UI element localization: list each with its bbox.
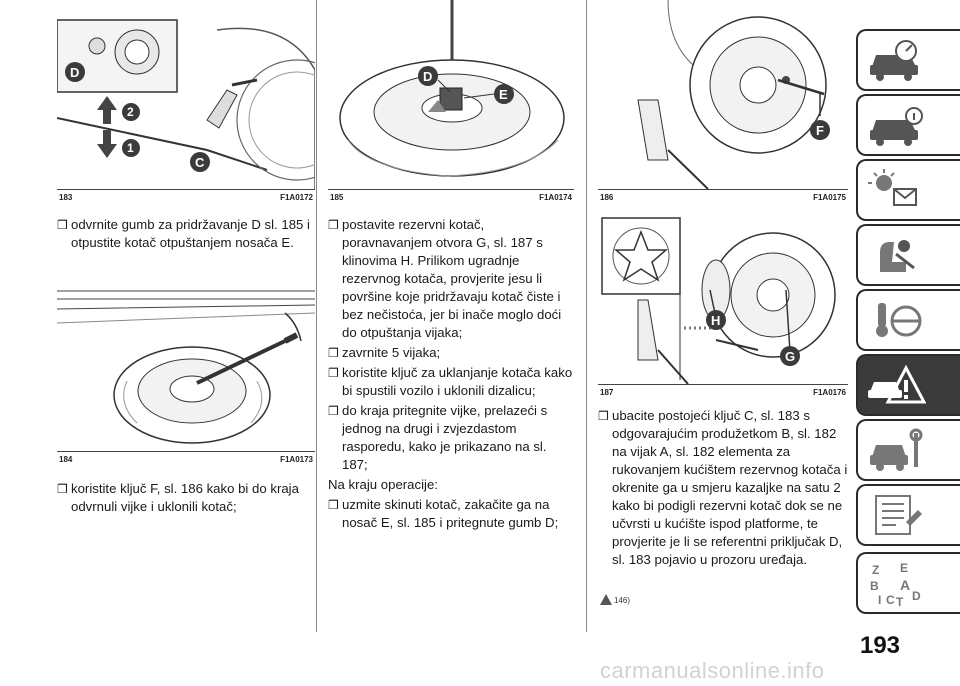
instruction-text: zavrnite 5 vijaka; (342, 345, 441, 360)
instruction-item: ❒ koristite ključ za uklanjanje kotača k… (328, 364, 574, 400)
warning-triangle-icon (600, 594, 612, 605)
tab-starting[interactable] (856, 289, 960, 351)
figure-number: 183 (59, 193, 73, 202)
figure-183: D 2 1 C 183 F1A0172 (57, 0, 315, 203)
paragraph: Na kraju operacije: (328, 477, 438, 492)
checkbox-bullet: ❒ (328, 366, 339, 380)
tab-emergency[interactable] (856, 354, 960, 416)
instruction-text: do kraja pritegnite vijke, prelazeći s j… (342, 403, 548, 472)
figure-186: F 186 F1A0175 (598, 0, 848, 203)
column-divider (316, 0, 317, 632)
figure-code: F1A0175 (813, 193, 846, 202)
index-letter: I (878, 593, 881, 607)
figure-186-caption-bar: 186 F1A0175 (598, 189, 848, 203)
checkbox-bullet: ❒ (328, 346, 339, 360)
callout-d: D (423, 69, 433, 84)
car-info-icon (870, 107, 923, 146)
callout-g: G (785, 349, 796, 364)
index-letter: Z (872, 563, 879, 577)
figure-186-illustration (637, 0, 830, 189)
callout-d: D (70, 65, 80, 80)
col2-text: ❒ postavite rezervni kotač, poravnavanje… (328, 216, 574, 534)
warning-ref-text: 146) (614, 596, 631, 605)
figure-185-caption-bar: 185 F1A0174 (328, 189, 574, 203)
tab-airbag[interactable] (856, 224, 960, 286)
instruction-item: ❒ koristite ključ F, sl. 186 kako bi do … (57, 480, 315, 516)
checkbox-bullet: ❒ (328, 498, 339, 512)
figure-code: F1A0173 (280, 455, 313, 464)
figure-code: F1A0172 (280, 193, 313, 202)
checkbox-bullet: ❒ (57, 218, 68, 232)
tab-specs[interactable] (856, 484, 960, 546)
instruction-item: ❒ ubacite postojeći ključ C, sl. 183 s o… (598, 407, 848, 569)
checkbox-bullet: ❒ (598, 409, 609, 423)
car-emergency-icon (868, 364, 926, 404)
col3-text: ❒ ubacite postojeći ključ C, sl. 183 s o… (598, 407, 848, 571)
figure-184: 184 F1A0173 (57, 283, 315, 466)
tab-dashboard[interactable] (856, 29, 960, 91)
alphabet-index-icon: Z E B A I C T D (870, 561, 921, 609)
figure-185: D E 185 F1A0174 (328, 0, 574, 203)
callout-1: 1 (127, 141, 134, 155)
instruction-text: koristite ključ za uklanjanje kotača kak… (342, 365, 573, 398)
col1-text-bottom: ❒ koristite ključ F, sl. 186 kako bi do … (57, 480, 315, 518)
tab-lights[interactable] (856, 159, 960, 221)
index-letter: D (912, 589, 921, 603)
index-letter: C (886, 593, 895, 607)
index-letter: T (896, 595, 904, 609)
index-letter: A (900, 577, 910, 593)
instruction-item: ❒ postavite rezervni kotač, poravnavanje… (328, 216, 574, 342)
checkbox-bullet: ❒ (328, 404, 339, 418)
figure-184-illustration (57, 290, 315, 444)
page-number: 193 (859, 632, 901, 659)
instruction-text: koristite ključ F, sl. 186 kako bi do kr… (71, 481, 299, 514)
tab-index[interactable]: Z E B A I C T D (856, 552, 960, 614)
figure-184-caption-bar: 184 F1A0173 (57, 451, 315, 466)
instruction-item: ❒ odvrnite gumb za pridržavanje D sl. 18… (57, 216, 315, 252)
instruction-text: postavite rezervni kotač, poravnavanjem … (342, 217, 562, 340)
instruction-text: odvrnite gumb za pridržavanje D sl. 185 … (71, 217, 310, 250)
index-letter: B (870, 579, 879, 593)
instruction-text: uzmite skinuti kotač, zakačite ga na nos… (342, 497, 559, 530)
callout-e: E (499, 87, 508, 102)
figure-187-caption-bar: 187 F1A0176 (598, 384, 848, 399)
figure-number: 184 (59, 455, 73, 464)
key-steering-icon (876, 303, 922, 337)
instruction-text: ubacite postojeći ključ C, sl. 183 s odg… (612, 408, 848, 567)
instruction-item: ❒ uzmite skinuti kotač, zakačite ga na n… (328, 496, 574, 532)
callout-c: C (195, 155, 205, 170)
car-dashboard-icon (870, 40, 918, 81)
tab-maintenance[interactable] (856, 419, 960, 481)
figure-code: F1A0174 (539, 193, 572, 202)
index-letter: E (900, 561, 908, 575)
checkbox-bullet: ❒ (57, 482, 68, 496)
callout-h: H (711, 313, 721, 328)
checkbox-bullet: ❒ (328, 218, 339, 232)
instruction-item: ❒ do kraja pritegnite vijke, prelazeći s… (328, 402, 574, 474)
figure-183-caption-bar: 183 F1A0172 (57, 189, 315, 203)
callout-2: 2 (127, 105, 134, 119)
column-divider (586, 0, 587, 632)
watermark: carmanualsonline.info (600, 658, 825, 683)
figure-185-illustration (339, 0, 565, 177)
car-wrench-icon (870, 428, 923, 471)
warning-reference: 146) (600, 594, 630, 605)
document-list-icon (875, 495, 922, 535)
figure-number: 187 (600, 388, 614, 397)
col1-text-top: ❒ odvrnite gumb za pridržavanje D sl. 18… (57, 216, 315, 254)
figure-187: H G 187 F1A0176 (598, 210, 848, 400)
tab-safety[interactable] (856, 94, 960, 156)
figure-number: 186 (600, 193, 614, 202)
figure-183-illustration (57, 19, 315, 189)
figure-187-illustration (601, 217, 836, 384)
instruction-item: ❒ zavrnite 5 vijaka; (328, 344, 574, 362)
warning-lights-icon (868, 169, 917, 206)
seat-airbag-icon (880, 240, 915, 272)
callout-f: F (816, 123, 824, 138)
figure-number: 185 (330, 193, 344, 202)
figure-code: F1A0176 (813, 388, 846, 397)
